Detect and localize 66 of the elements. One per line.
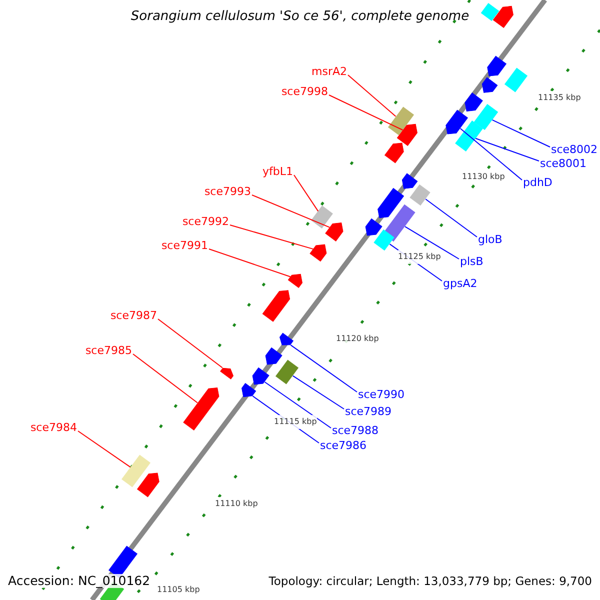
gene-block bbox=[384, 142, 404, 164]
gene-label: sce7988 bbox=[332, 424, 379, 438]
gene-label: sce7989 bbox=[345, 405, 392, 419]
gene-block bbox=[325, 222, 344, 242]
gene-block bbox=[482, 77, 498, 93]
gene-block bbox=[396, 124, 418, 146]
scale-label: 11110 kbp bbox=[215, 497, 258, 511]
gene-label: msrA2 bbox=[312, 65, 347, 79]
leader-line bbox=[132, 354, 198, 404]
gene-label: sce7992 bbox=[182, 215, 229, 229]
leader-line bbox=[348, 74, 396, 117]
gene-label: yfbL1 bbox=[262, 165, 293, 179]
gene-block bbox=[220, 368, 234, 380]
map-title: Sorangium cellulosum 'So ce 56', complete genome bbox=[130, 10, 470, 24]
leader-line bbox=[230, 224, 314, 250]
gene-block bbox=[310, 244, 327, 262]
gene-block bbox=[252, 367, 270, 385]
gene-block bbox=[265, 347, 282, 365]
leader-line bbox=[252, 194, 330, 228]
gene-block bbox=[464, 92, 483, 112]
scale-label: 11135 kbp bbox=[538, 91, 581, 105]
leader-line bbox=[78, 430, 131, 468]
leader-line bbox=[425, 198, 478, 238]
gene-label: pdhD bbox=[523, 176, 552, 190]
gene-label: sce8002 bbox=[551, 143, 598, 157]
gene-block bbox=[288, 274, 302, 288]
leader-line bbox=[328, 94, 404, 130]
leader-line bbox=[208, 248, 291, 278]
scale-label: 11115 kbp bbox=[274, 415, 317, 429]
gene-block bbox=[137, 472, 160, 498]
gene-label: sce7998 bbox=[281, 85, 328, 99]
accession-text: Accession: NC_010162 bbox=[8, 574, 150, 588]
leader-line bbox=[158, 318, 223, 368]
gene-label: sce7985 bbox=[85, 344, 132, 358]
gene-label: sce7991 bbox=[161, 239, 208, 253]
gene-block bbox=[487, 56, 506, 76]
gene-label: sce8001 bbox=[540, 157, 587, 171]
gene-block bbox=[280, 332, 294, 346]
gene-block bbox=[378, 188, 404, 218]
gene-block bbox=[446, 110, 468, 134]
scale-label: 11105 kbp bbox=[157, 583, 200, 597]
gene-label: plsB bbox=[460, 255, 484, 269]
leader-line bbox=[294, 174, 319, 212]
scale-label: 11130 kbp bbox=[462, 170, 505, 184]
leader-line bbox=[292, 375, 344, 410]
gene-block bbox=[402, 173, 418, 189]
leader-line bbox=[404, 226, 460, 260]
scale-label: 11125 kbp bbox=[398, 250, 441, 264]
gene-label: sce7987 bbox=[110, 309, 157, 323]
leader-line bbox=[460, 128, 522, 180]
gene-block bbox=[262, 290, 290, 322]
gene-label: sce7990 bbox=[358, 388, 405, 402]
gene-label: gpsA2 bbox=[443, 277, 478, 291]
leader-line bbox=[290, 344, 358, 392]
gene-block bbox=[492, 6, 514, 28]
gene-block bbox=[242, 383, 256, 398]
gene-label: sce7986 bbox=[320, 439, 367, 453]
leader-line bbox=[492, 119, 550, 148]
gene-label: sce7993 bbox=[204, 185, 251, 199]
scale-label: 11120 kbp bbox=[336, 332, 379, 346]
gene-label: sce7984 bbox=[30, 421, 77, 435]
genome-summary-text: Topology: circular; Length: 13,033,779 bp; Genes: 9,700 bbox=[268, 574, 592, 588]
gene-label: gloB bbox=[478, 233, 502, 247]
leader-line bbox=[264, 382, 332, 428]
leader-line bbox=[475, 138, 540, 162]
gene-block bbox=[183, 387, 220, 430]
